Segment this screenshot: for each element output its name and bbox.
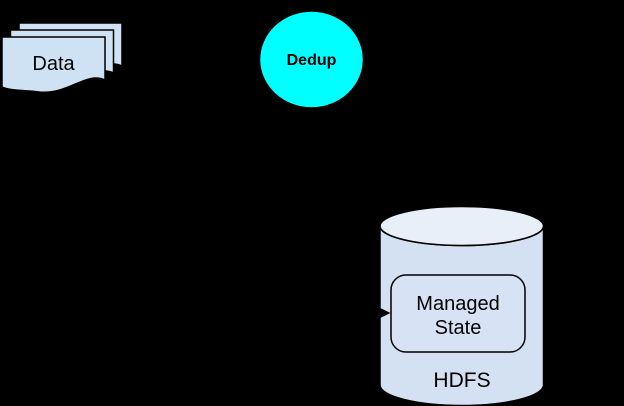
hdfs-cylinder-node: HDFS Managed State [379,205,545,406]
dedup-node-label: Dedup [287,52,337,69]
managed-state-label-line2: State [435,317,482,339]
hdfs-node-label: HDFS [433,369,490,392]
managed-state-node: Managed State [390,274,526,353]
managed-state-box [390,274,526,353]
dedup-ellipse-icon [258,10,365,109]
dedup-node: Dedup [258,10,365,109]
arrowhead-icon [377,306,391,320]
managed-state-label-line1: Managed [416,293,499,315]
data-node-label: Data [32,53,75,75]
cylinder-top-icon [379,205,545,247]
data-node: Data [1,22,123,93]
document-front-sheet-icon [1,36,106,93]
